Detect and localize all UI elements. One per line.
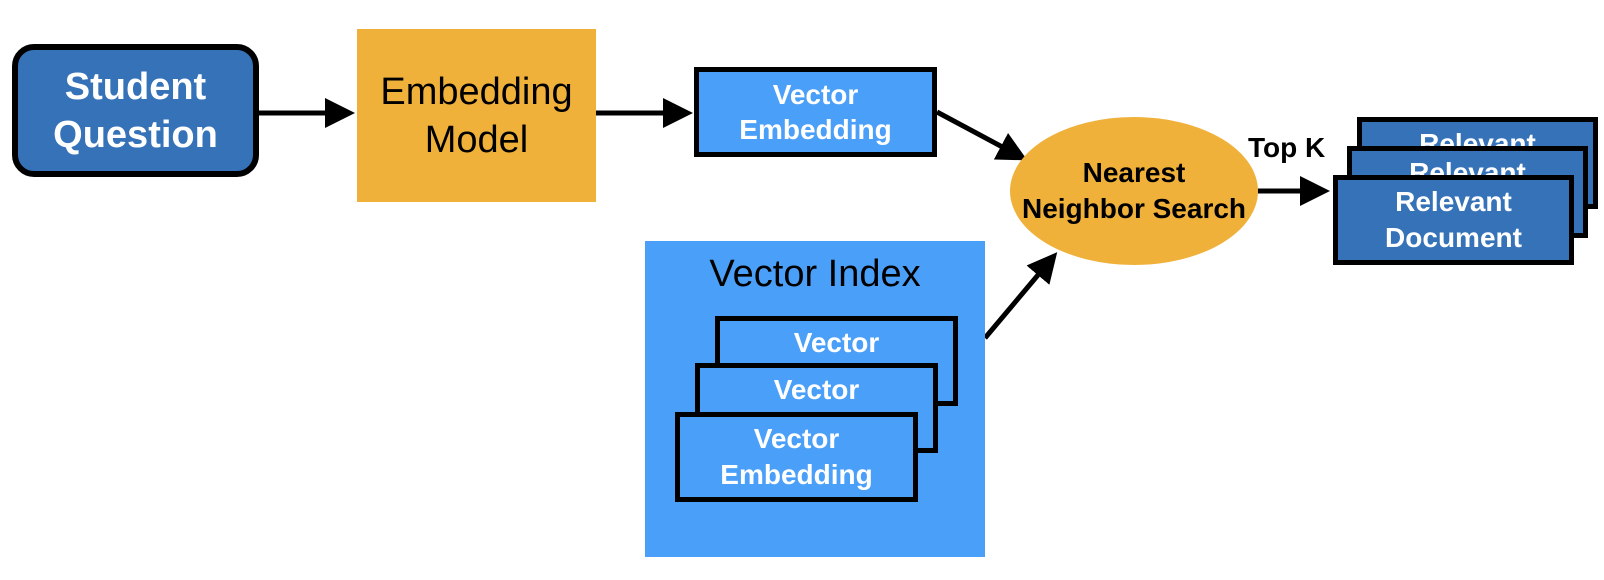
vector-card-middle-label: Vector: [773, 374, 860, 405]
embedding-model-node: Embedding Model: [357, 29, 596, 202]
embedding-model-line1: Embedding: [380, 70, 573, 113]
document-card-front-line2: Document: [1385, 222, 1522, 253]
vector-embedding-line2: Embedding: [739, 114, 892, 145]
nearest-neighbor-search-node: Nearest Neighbor Search: [1010, 117, 1258, 265]
student-question-line2: Question: [53, 113, 218, 156]
vector-card-front-line1: Vector: [753, 423, 840, 454]
vector-embedding-line1: Vector: [772, 79, 859, 110]
vector-embedding-node: Vector Embedding: [694, 67, 937, 157]
document-card-front-line1: Relevant: [1395, 186, 1512, 217]
student-question-line1: Student: [64, 65, 207, 108]
top-k-label: Top K: [1248, 132, 1326, 163]
vector-card-front: Vector Embedding: [675, 412, 918, 502]
arrow-index-to-search: [983, 252, 1058, 340]
vector-index-node: Vector Index Vector Vector Vector Embedd…: [645, 241, 985, 557]
arrow-embedding-to-search: [935, 109, 1028, 161]
student-question-node: Student Question: [12, 44, 259, 177]
vector-card-front-line2: Embedding: [720, 459, 873, 490]
vector-index-title: Vector Index: [709, 253, 921, 295]
nearest-neighbor-search-line2: Neighbor Search: [1021, 193, 1247, 224]
nearest-neighbor-search-line1: Nearest: [1082, 157, 1186, 188]
document-card-front: Relevant Document: [1333, 175, 1574, 265]
vector-card-back-label: Vector: [793, 327, 880, 358]
embedding-model-line2: Model: [424, 118, 529, 161]
